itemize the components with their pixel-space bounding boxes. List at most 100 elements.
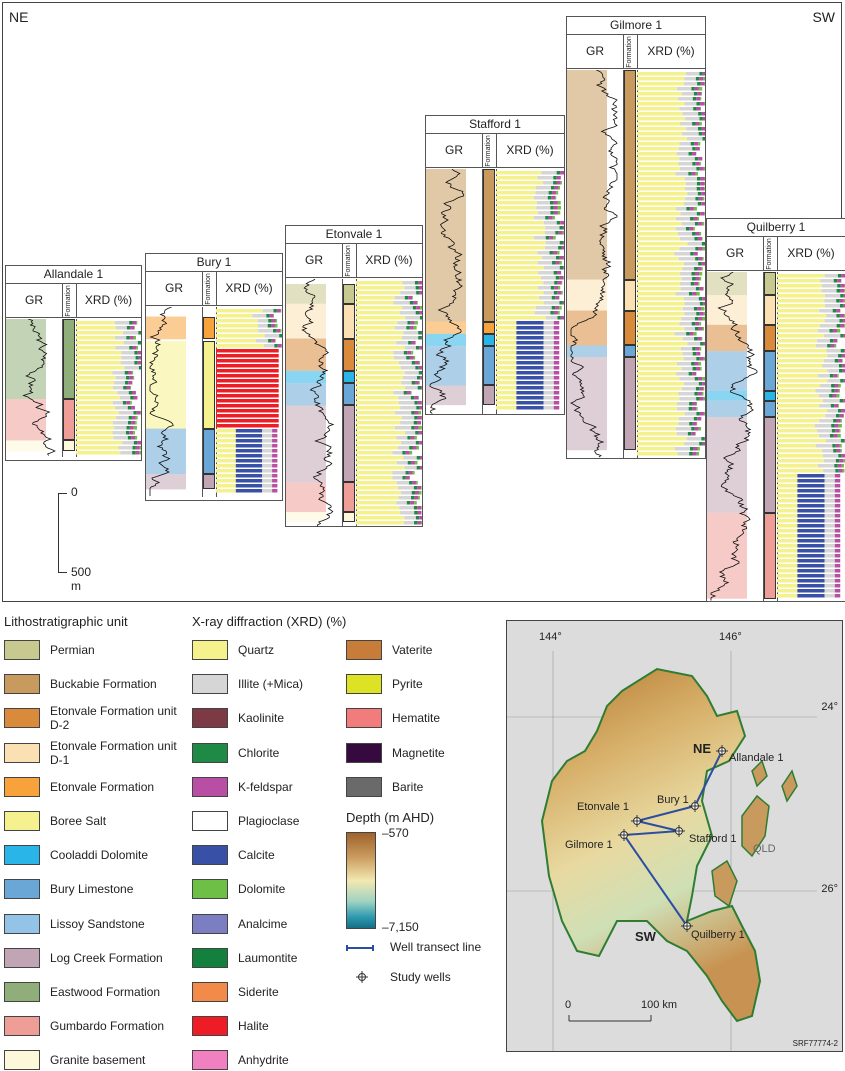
xrd-bar-segment (637, 297, 685, 301)
gr-fill (286, 512, 326, 523)
xrd-bar-segment (550, 311, 554, 315)
xrd-bar-segment (841, 274, 845, 278)
xrd-bar-segment (417, 511, 422, 515)
xrd-bar-segment (695, 232, 700, 236)
gr-trace (429, 168, 465, 414)
xrd-bar-segment (692, 347, 696, 351)
litho-label: Log Creek Formation (50, 950, 163, 965)
xrd-bar-segment (356, 506, 400, 510)
xrd-bar-segment (557, 201, 561, 205)
xrd-bar-segment (131, 416, 136, 420)
xrd-bar-segment (216, 484, 236, 488)
formation-interval (343, 303, 355, 339)
xrd-bar-segment (697, 267, 702, 271)
xrd-bar-segment (698, 272, 703, 276)
xrd-item: Illite (+Mica) (192, 674, 342, 695)
xrd-bar-segment (76, 426, 115, 430)
xrd-bar-segment (824, 509, 835, 513)
xrd-bar-segment (797, 504, 825, 508)
xrd-bar-segment (695, 287, 700, 291)
xrd-bar-segment (637, 367, 682, 371)
formation-interval (343, 482, 355, 513)
xrd-bar-segment (128, 381, 133, 385)
xrd-bar-segment (637, 377, 680, 381)
xrd-bar-segment (637, 347, 681, 351)
xrd-bar-segment (562, 231, 564, 235)
xrd-bar-segment (838, 359, 843, 363)
xrd-bar-segment (698, 427, 702, 431)
formation-interval (203, 341, 215, 429)
xrd-bar-segment (556, 221, 561, 225)
xrd-bar-segment (689, 207, 694, 211)
xrd-bar-segment (400, 511, 415, 515)
xrd-bar-segment (356, 466, 405, 470)
map-sw-label: SW (635, 929, 656, 944)
gr-header: GR (6, 283, 63, 318)
xrd-bar-segment (676, 207, 687, 211)
xrd-bar-segment (680, 287, 696, 291)
xrd-bar-segment (496, 251, 538, 255)
xrd-bar-segment (553, 236, 556, 240)
xrd-bar-segment (840, 294, 844, 298)
xrd-bar-segment (394, 426, 412, 430)
xrd-bar-segment (274, 344, 278, 348)
xrd-bar-segment (216, 459, 236, 463)
xrd-bar-segment (637, 207, 677, 211)
xrd-bar-segment (551, 186, 555, 190)
xrd-bar-segment (703, 357, 705, 361)
xrd-item: Dolomite (192, 879, 342, 900)
xrd-bar-segment (637, 442, 685, 446)
xrd-bar-segment (700, 187, 705, 191)
xrd-bar-segment (701, 92, 702, 96)
xrd-bar-segment (834, 514, 841, 518)
xrd-bar-segment (676, 432, 688, 436)
xrd-bar-segment (777, 379, 828, 383)
xrd-bar-segment (679, 142, 691, 146)
xrd-bar-segment (840, 349, 845, 353)
xrd-bar-segment (679, 397, 697, 401)
study-well-marker (673, 825, 685, 837)
xrd-bar-segment (824, 534, 835, 538)
xrd-bar-segment (410, 436, 415, 440)
xrd-bar-segment (562, 226, 564, 230)
xrd-bar-segment (839, 429, 841, 433)
xrd-bar-segment (356, 286, 405, 290)
xrd-bar-segment (689, 332, 694, 336)
litho-item: Log Creek Formation (4, 947, 163, 968)
xrd-bar-segment (418, 411, 422, 415)
formation-interval (343, 512, 355, 523)
xrd-bar-segment (516, 341, 544, 345)
xrd-bar-segment (821, 449, 834, 453)
xrd-bar-segment (702, 442, 705, 446)
xrd-bar-segment (126, 426, 130, 430)
xrd-bar-segment (694, 157, 699, 161)
xrd-bar-segment (516, 391, 544, 395)
xrd-bar-segment (777, 319, 825, 323)
xrd-bar-segment (703, 102, 705, 106)
xrd-bar-segment (637, 192, 688, 196)
xrd-bar-segment (235, 464, 263, 468)
xrd-bar-segment (415, 491, 419, 495)
xrd-bar-segment (122, 401, 127, 405)
xrd-bar-segment (543, 396, 554, 400)
xrd-bar-segment (684, 442, 700, 446)
xrd-bar-segment (551, 306, 556, 310)
xrd-bar-segment (699, 232, 702, 236)
xrd-bar-segment (543, 291, 554, 295)
xrd-bar-segment (562, 301, 564, 305)
xrd-bar-segment (543, 376, 554, 380)
xrd-bar-segment (131, 421, 136, 425)
xrd-bar-segment (262, 444, 273, 448)
formation-interval (624, 310, 636, 346)
gr-trace (570, 69, 618, 458)
xrd-bar-segment (133, 431, 136, 435)
gr-fill (6, 440, 46, 452)
xrd-bar-segment (262, 459, 273, 463)
xrd-bar-segment (637, 397, 680, 401)
xrd-bar-segment (235, 454, 263, 458)
depth-min-label: –7,150 (382, 920, 419, 934)
xrd-bar-segment (76, 411, 119, 415)
xrd-bar-segment (496, 376, 517, 380)
xrd-bar-segment (216, 404, 279, 408)
formation-interval (483, 321, 495, 334)
